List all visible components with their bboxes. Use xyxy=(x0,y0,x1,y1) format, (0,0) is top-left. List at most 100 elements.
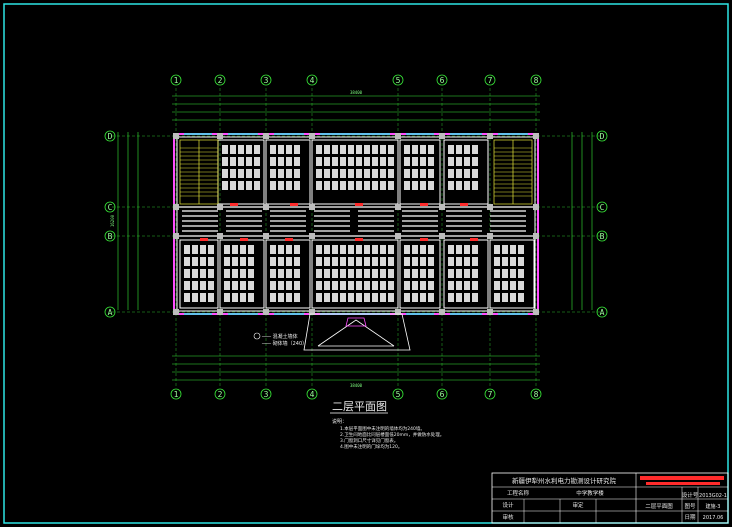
side-dimensions xyxy=(117,132,593,310)
axis-bottom-2: 2 xyxy=(214,388,226,400)
title-block: 新疆伊犁州水利电力勘测设计研究院 工程名称 中学教学楼 二层平面图 设计 审核 … xyxy=(491,472,729,524)
svg-text:4: 4 xyxy=(310,76,315,85)
top-overall-dimension: 38400 xyxy=(350,90,363,95)
classroom xyxy=(443,139,489,205)
svg-text:5: 5 xyxy=(396,390,401,399)
classroom xyxy=(311,139,399,205)
svg-text:2: 2 xyxy=(218,76,223,85)
svg-text:3: 3 xyxy=(264,390,269,399)
axis-bottom-3: 3 xyxy=(260,388,272,400)
svg-text:C: C xyxy=(600,203,605,212)
svg-text:7: 7 xyxy=(488,76,493,85)
svg-text:D: D xyxy=(600,132,605,141)
title-block-r2-value: 建施-3 xyxy=(706,503,721,510)
axis-top-2: 2 xyxy=(214,74,226,86)
side-overall-dimension: 16200 xyxy=(110,214,115,227)
axis-bottom-7: 7 xyxy=(484,388,496,400)
axis-left-D: D xyxy=(104,130,116,142)
axis-top-4: 4 xyxy=(306,74,318,86)
title-block-row3-label: 审定 xyxy=(572,501,584,509)
axis-left-B: B xyxy=(104,230,116,242)
building-plan xyxy=(173,133,539,351)
legend: ─── 混凝土墙体 ─── 砌体墙（240） xyxy=(253,332,307,347)
axis-bubbles-bottom: 1 2 3 4 5 6 7 8 xyxy=(170,388,542,400)
axis-bottom-6: 6 xyxy=(436,388,448,400)
entrance-canopy xyxy=(303,313,411,351)
top-dimensions xyxy=(172,95,540,121)
svg-text:6: 6 xyxy=(440,390,445,399)
svg-text:6: 6 xyxy=(440,76,445,85)
title-block-r2-label: 图号 xyxy=(684,502,696,510)
classroom xyxy=(265,139,311,205)
svg-text:8: 8 xyxy=(534,76,539,85)
classroom xyxy=(217,139,265,205)
title-block-row2-label: 审核 xyxy=(502,513,514,521)
axis-bubbles-right: A B C D xyxy=(596,130,608,318)
axis-grid-lines xyxy=(112,88,600,386)
bottom-dimensions xyxy=(172,355,540,381)
title-block-sheet-title: 二层平面图 xyxy=(645,502,673,510)
exterior-wall-inner xyxy=(176,136,536,312)
axis-right-B: B xyxy=(596,230,608,242)
note-3: 3.门窗洞口尺寸详见门窗表。 xyxy=(340,437,398,444)
axis-right-A: A xyxy=(596,306,608,318)
note-4: 4.图中未注明的门垛均为120。 xyxy=(340,443,402,450)
axis-bubbles-left: A B C D xyxy=(104,130,116,318)
axis-bottom-8: 8 xyxy=(530,388,542,400)
classroom xyxy=(399,239,441,309)
svg-text:A: A xyxy=(600,308,605,317)
notes: 说明： 1.本层平面图中未注明的墙体均为240墙。 2.卫生间地面比同层楼面低2… xyxy=(332,418,444,450)
svg-text:7: 7 xyxy=(488,390,493,399)
axis-bottom-1: 1 xyxy=(170,388,182,400)
axis-top-3: 3 xyxy=(260,74,272,86)
svg-text:1: 1 xyxy=(174,390,179,399)
title-block-r1-value: 2013G02-1 xyxy=(699,493,727,499)
drawing-title: 二层平面图 xyxy=(332,400,387,413)
axis-top-1: 1 xyxy=(170,74,182,86)
axis-right-D: D xyxy=(596,130,608,142)
axis-left-A: A xyxy=(104,306,116,318)
classroom xyxy=(443,239,489,309)
legend-line-1: ─── 混凝土墙体 xyxy=(261,333,298,340)
classroom xyxy=(489,239,535,309)
title-block-row1-label: 设计 xyxy=(502,501,514,509)
axis-left-C: C xyxy=(104,201,116,213)
bottom-overall-dimension: 38400 xyxy=(350,383,363,388)
title-block-project-label: 工程名称 xyxy=(507,489,530,497)
title-block-school: 新疆伊犁州水利电力勘测设计研究院 xyxy=(512,476,617,485)
classroom xyxy=(311,239,399,309)
axis-top-7: 7 xyxy=(484,74,496,86)
notes-heading: 说明： xyxy=(332,418,347,425)
svg-text:1: 1 xyxy=(174,76,179,85)
classroom xyxy=(399,139,441,205)
svg-text:8: 8 xyxy=(534,390,539,399)
axis-right-C: C xyxy=(596,201,608,213)
svg-text:4: 4 xyxy=(310,390,315,399)
svg-text:C: C xyxy=(108,203,113,212)
svg-text:3: 3 xyxy=(264,76,269,85)
legend-line-2: ─── 砌体墙（240） xyxy=(261,340,307,347)
svg-text:B: B xyxy=(108,232,113,241)
classroom xyxy=(219,239,265,309)
axis-bottom-5: 5 xyxy=(392,388,404,400)
title-block-r3-value: 2017.06 xyxy=(703,515,724,521)
axis-top-8: 8 xyxy=(530,74,542,86)
axis-bubbles-top: 1 2 3 4 5 6 7 8 xyxy=(170,74,542,86)
note-2: 2.卫生间地面比同层楼面低20mm，并做防水处理。 xyxy=(340,431,444,438)
sheet-border xyxy=(3,3,729,524)
svg-text:D: D xyxy=(108,132,113,141)
title-block-r3-label: 日期 xyxy=(684,514,696,521)
title-block-project: 中学教学楼 xyxy=(576,489,604,497)
svg-text:B: B xyxy=(600,232,605,241)
title-block-stripe xyxy=(640,476,724,480)
axis-top-6: 6 xyxy=(436,74,448,86)
svg-text:A: A xyxy=(108,308,113,317)
title-block-r1-label: 设计号 xyxy=(682,491,699,499)
svg-text:2: 2 xyxy=(218,390,223,399)
classroom xyxy=(179,239,219,309)
svg-text:5: 5 xyxy=(396,76,401,85)
note-1: 1.本层平面图中未注明的墙体均为240墙。 xyxy=(340,425,425,432)
axis-bottom-4: 4 xyxy=(306,388,318,400)
axis-top-5: 5 xyxy=(392,74,404,86)
